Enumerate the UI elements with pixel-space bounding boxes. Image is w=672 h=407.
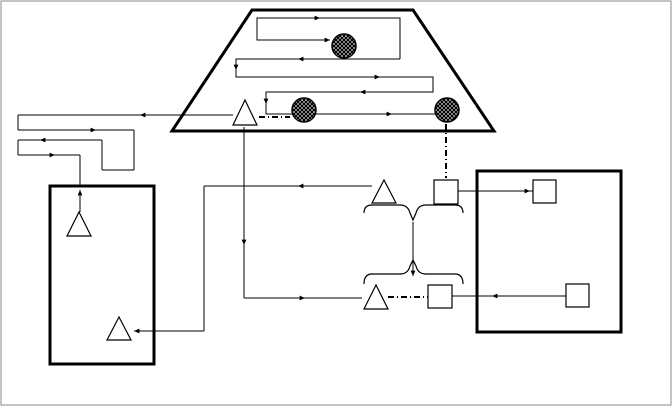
middle-flow-lines (134, 127, 566, 334)
brace-upper (363, 204, 464, 222)
hatched-circle-left (291, 97, 317, 123)
square-middle-lower (427, 284, 453, 309)
hatched-circle-right (434, 97, 460, 123)
triangle-middle-lower (363, 283, 389, 310)
trapezoid-block (169, 8, 497, 133)
brace-lower (363, 258, 464, 285)
triangle-middle-upper (371, 178, 397, 204)
left-block (48, 184, 156, 366)
triangle-left-bottom (106, 315, 132, 341)
left-serpentine-flow (17, 112, 233, 215)
trapezoid-internal-flow (233, 15, 436, 117)
square-middle-upper (433, 179, 459, 205)
hatched-circle-top (331, 33, 357, 59)
square-right-bottom (565, 283, 590, 308)
triangle-trapezoid (232, 98, 258, 126)
square-right-top (532, 179, 557, 204)
triangle-left-top (66, 210, 92, 237)
